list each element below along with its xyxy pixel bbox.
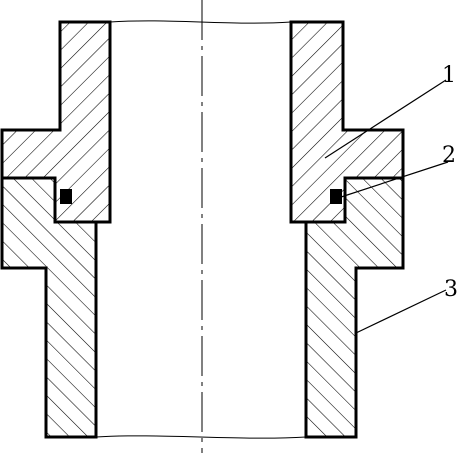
- leader-line-1: [324, 79, 447, 159]
- seal-ring-right: [330, 189, 342, 204]
- seal-ring-left: [60, 189, 72, 204]
- callout-label-3: 3: [444, 277, 458, 302]
- break-line-bottom: [95, 435, 307, 439]
- leader-line-2: [337, 161, 449, 199]
- lower-fitting-right-section: [304, 176, 405, 439]
- break-line-top: [109, 20, 292, 24]
- leader-line-3: [355, 289, 447, 334]
- callout-label-1: 1: [442, 63, 456, 88]
- callout-label-2: 2: [442, 143, 456, 168]
